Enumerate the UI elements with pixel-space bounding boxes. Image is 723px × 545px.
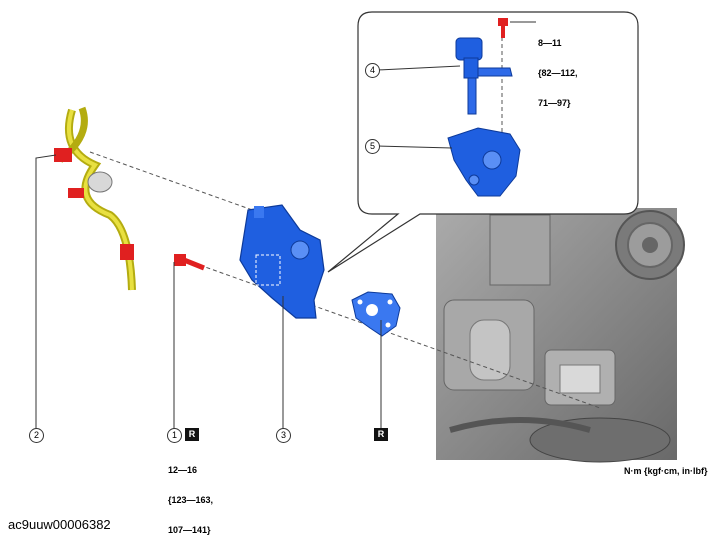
replace-mark-gasket: R [374,428,388,441]
callout-1: 1 [167,428,182,443]
alignment-lines [89,30,601,409]
torque-line: {82—112, [538,68,578,78]
engine-photo [436,208,685,463]
torque-line: 107—141} [168,525,211,535]
torque-line: 8—11 [538,38,562,48]
hose-assembly [54,106,136,291]
document-id: ac9uuw00006382 [8,517,111,532]
torque-units-label: N·m {kgf·cm, in·lbf} [624,466,708,476]
part-4 [455,37,513,115]
torque-line: {123—163, [168,495,214,505]
bubble-bolt [498,18,508,38]
part-5 [447,127,521,197]
callout-2: 2 [29,428,44,443]
torque-spec-top-bolt: 8—11 {82—112, 71—97} [538,18,578,118]
callout-5: 5 [365,139,380,154]
hose-clamp [68,188,84,198]
callout-4: 4 [365,63,380,78]
hose-clamp [120,244,134,260]
housing-part-3 [239,204,325,319]
replace-mark-bolt: R [185,428,199,441]
leader-lines [35,21,536,430]
callout-3: 3 [276,428,291,443]
bolt-1 [174,254,205,271]
gasket [351,291,401,337]
torque-line: 12—16 [168,465,198,475]
hose-clamp [54,148,72,162]
torque-line: 71—97} [538,98,571,108]
torque-spec-bolt-1: 12—16 {123—163, 107—141} [168,445,213,545]
